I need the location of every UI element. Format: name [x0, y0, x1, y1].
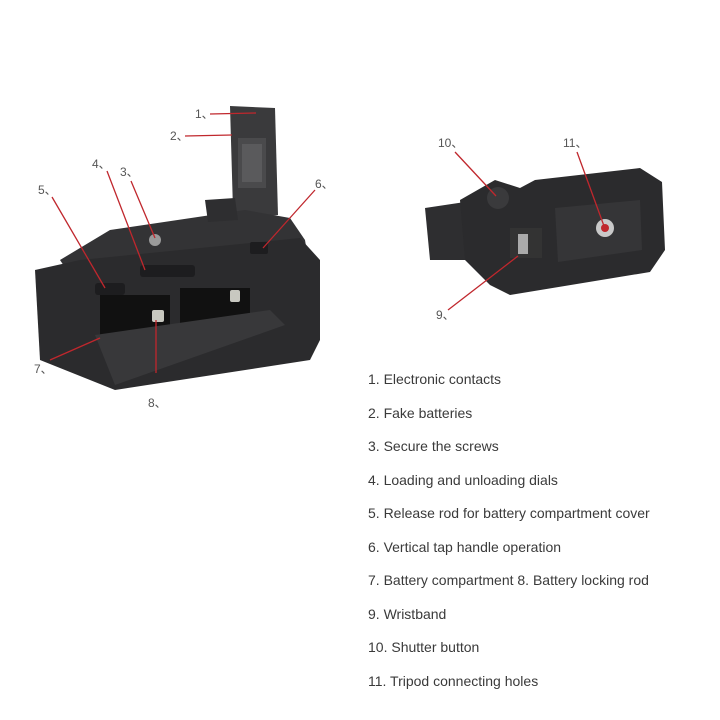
- legend-item-3: 3. Secure the screws: [368, 438, 499, 454]
- legend-item-11: 11. Tripod connecting holes: [368, 672, 539, 689]
- legend-item-5: 5. Release rod for battery compartment c…: [368, 505, 650, 521]
- callout-4: 4、: [92, 157, 111, 171]
- callout-6: 6、: [315, 177, 334, 191]
- legend-item-7: 7. Battery compartment 8. Battery lockin…: [368, 572, 649, 588]
- callout-1: 1、: [195, 107, 214, 121]
- callout-11: 11、: [563, 136, 587, 150]
- callout-7: 7、: [34, 362, 53, 376]
- callout-8: 8、: [148, 396, 167, 410]
- legend-item-1: 1. Electronic contacts: [368, 371, 502, 387]
- callout-5: 5、: [38, 183, 57, 197]
- legend-item-2: 2. Fake batteries: [368, 404, 473, 421]
- battery-grip-bottom-image: 10、 11、 9、: [400, 120, 700, 330]
- legend-item-4: 4. Loading and unloading dials: [368, 471, 558, 488]
- callout-9: 9、: [436, 308, 455, 322]
- callout-3: 3、: [120, 165, 139, 179]
- legend-item-10: 10. Shutter button: [368, 639, 480, 655]
- callout-10: 10、: [438, 136, 463, 150]
- legend-item-6: 6. Vertical tap handle operation: [368, 538, 562, 555]
- parts-legend: 1. Electronic contacts 2. Fake batteries…: [368, 369, 708, 704]
- callout-2: 2、: [170, 129, 189, 143]
- legend-item-9: 9. Wristband: [368, 605, 447, 622]
- battery-grip-front-image: 1、 2、 3、 4、 5、 6、 7、 8、: [20, 90, 340, 420]
